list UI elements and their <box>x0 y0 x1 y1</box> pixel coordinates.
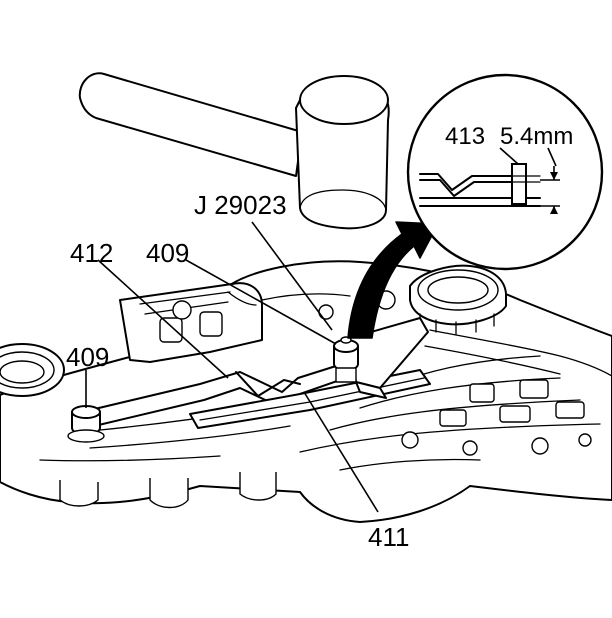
inset-measurement-label: 5.4mm <box>500 123 573 150</box>
fastener-409-left <box>67 405 105 443</box>
tool-label-j29023: J 29023 <box>194 190 287 220</box>
inset-detail: 413 5.4mm <box>406 73 604 271</box>
fastener-409-right <box>333 336 359 383</box>
inset-part-label: 413 <box>445 123 485 150</box>
hammer <box>78 72 390 230</box>
callout-412: 412 <box>70 238 113 268</box>
callout-409-left: 409 <box>66 342 109 372</box>
callout-409-right: 409 <box>146 238 189 268</box>
callout-411: 411 <box>368 522 409 552</box>
left-seal-ring <box>0 343 65 397</box>
leader-lines <box>85 221 379 513</box>
nut-ring <box>409 264 507 335</box>
